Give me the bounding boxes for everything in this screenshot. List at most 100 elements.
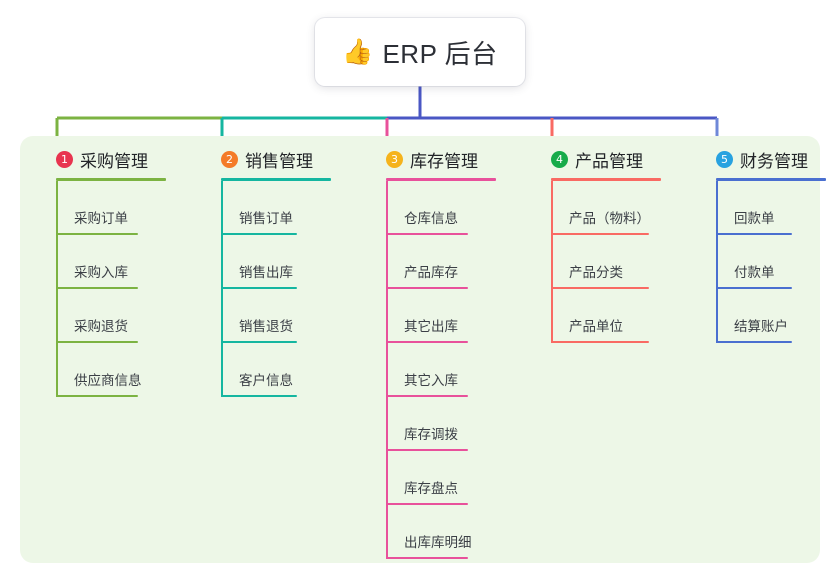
module-title-1: 采购管理 — [80, 151, 148, 171]
module-badge-3: 3 — [386, 150, 403, 168]
submodule-underline — [221, 287, 297, 289]
submodule-item[interactable]: 库存盘点 — [368, 451, 496, 505]
submodule-underline — [56, 233, 138, 235]
submodule-label: 采购订单 — [74, 211, 128, 226]
submodule-item[interactable]: 客户信息 — [203, 343, 331, 397]
module-column-3: 3 库存管理仓库信息产品库存其它出库其它入库库存调拨库存盘点出库库明细 — [368, 146, 496, 559]
submodule-underline — [221, 341, 297, 343]
modules-panel — [20, 136, 820, 563]
module-underline-5 — [716, 178, 826, 181]
submodule-underline — [716, 287, 792, 289]
submodule-label: 结算账户 — [734, 319, 788, 334]
submodule-list-4: 产品（物料） 产品分类产品单位 — [533, 181, 661, 343]
submodule-item[interactable]: 其它入库 — [368, 343, 496, 397]
submodule-label: 产品（物料） — [569, 211, 650, 226]
submodule-label: 销售退货 — [239, 319, 293, 334]
submodule-label: 采购退货 — [74, 319, 128, 334]
module-underline-1 — [56, 178, 166, 181]
submodule-label: 销售出库 — [239, 265, 293, 280]
submodule-underline — [386, 341, 468, 343]
submodule-item[interactable]: 出库库明细 — [368, 505, 496, 559]
module-column-5: 5 财务管理回款单付款单结算账户 — [698, 146, 826, 343]
submodule-item[interactable]: 产品单位 — [533, 289, 661, 343]
module-column-1: 1 采购管理采购订单采购入库采购退货供应商信息 — [38, 146, 166, 397]
submodule-underline — [386, 503, 468, 505]
submodule-item[interactable]: 销售出库 — [203, 235, 331, 289]
root-node-title: ERP 后台 — [382, 38, 498, 69]
module-underline-3 — [386, 178, 496, 181]
submodule-underline — [386, 449, 468, 451]
module-title-5: 财务管理 — [740, 151, 808, 171]
submodule-spine-3 — [386, 181, 388, 559]
root-node-card[interactable]: 👍 ERP 后台 — [315, 18, 525, 86]
submodule-label: 产品库存 — [404, 265, 458, 280]
submodule-label: 其它出库 — [404, 319, 458, 334]
module-badge-1: 1 — [56, 150, 73, 168]
submodule-label: 其它入库 — [404, 373, 458, 388]
submodule-list-3: 仓库信息产品库存其它出库其它入库库存调拨库存盘点出库库明细 — [368, 181, 496, 559]
submodule-list-2: 销售订单销售出库销售退货客户信息 — [203, 181, 331, 397]
submodule-item[interactable]: 产品分类 — [533, 235, 661, 289]
submodule-item[interactable]: 供应商信息 — [38, 343, 166, 397]
submodule-item[interactable]: 仓库信息 — [368, 181, 496, 235]
module-header-5[interactable]: 5 财务管理 — [698, 146, 826, 172]
submodule-item[interactable]: 采购退货 — [38, 289, 166, 343]
module-badge-2: 2 — [221, 150, 238, 168]
submodule-label: 销售订单 — [239, 211, 293, 226]
submodule-spine-5 — [716, 181, 718, 343]
submodule-label: 仓库信息 — [404, 211, 458, 226]
module-underline-2 — [221, 178, 331, 181]
submodule-underline — [386, 233, 468, 235]
submodule-underline — [551, 233, 649, 235]
submodule-label: 采购入库 — [74, 265, 128, 280]
submodule-item[interactable]: 采购订单 — [38, 181, 166, 235]
submodule-label: 供应商信息 — [74, 373, 142, 388]
submodule-underline — [386, 287, 468, 289]
submodule-item[interactable]: 销售订单 — [203, 181, 331, 235]
module-header-2[interactable]: 2 销售管理 — [203, 146, 331, 172]
submodule-underline — [386, 557, 468, 559]
submodule-item[interactable]: 付款单 — [698, 235, 826, 289]
submodule-item[interactable]: 产品（物料） — [533, 181, 661, 235]
submodule-underline — [56, 395, 138, 397]
submodule-label: 客户信息 — [239, 373, 293, 388]
module-badge-4: 4 — [551, 150, 568, 168]
module-title-3: 库存管理 — [410, 151, 478, 171]
submodule-label: 产品单位 — [569, 319, 623, 334]
submodule-underline — [716, 341, 792, 343]
module-badge-5: 5 — [716, 150, 733, 168]
submodule-underline — [56, 341, 138, 343]
module-underline-4 — [551, 178, 661, 181]
submodule-underline — [551, 341, 649, 343]
submodule-underline — [716, 233, 792, 235]
submodule-underline — [551, 287, 649, 289]
submodule-item[interactable]: 产品库存 — [368, 235, 496, 289]
submodule-item[interactable]: 其它出库 — [368, 289, 496, 343]
submodule-item[interactable]: 回款单 — [698, 181, 826, 235]
submodule-item[interactable]: 结算账户 — [698, 289, 826, 343]
thumbs-up-icon: 👍 — [342, 37, 374, 66]
submodule-label: 回款单 — [734, 211, 775, 226]
submodule-label: 出库库明细 — [404, 535, 472, 550]
submodule-list-1: 采购订单采购入库采购退货供应商信息 — [38, 181, 166, 397]
submodule-label: 付款单 — [734, 265, 775, 280]
submodule-spine-1 — [56, 181, 58, 397]
submodule-underline — [56, 287, 138, 289]
submodule-label: 库存盘点 — [404, 481, 458, 496]
submodule-underline — [221, 233, 297, 235]
submodule-item[interactable]: 库存调拨 — [368, 397, 496, 451]
submodule-item[interactable]: 采购入库 — [38, 235, 166, 289]
submodule-label: 产品分类 — [569, 265, 623, 280]
submodule-spine-2 — [221, 181, 223, 397]
submodule-list-5: 回款单付款单结算账户 — [698, 181, 826, 343]
submodule-label: 库存调拨 — [404, 427, 458, 442]
module-title-2: 销售管理 — [245, 151, 313, 171]
module-header-3[interactable]: 3 库存管理 — [368, 146, 496, 172]
submodule-spine-4 — [551, 181, 553, 343]
module-column-2: 2 销售管理销售订单销售出库销售退货客户信息 — [203, 146, 331, 397]
submodule-item[interactable]: 销售退货 — [203, 289, 331, 343]
module-header-1[interactable]: 1 采购管理 — [38, 146, 166, 172]
